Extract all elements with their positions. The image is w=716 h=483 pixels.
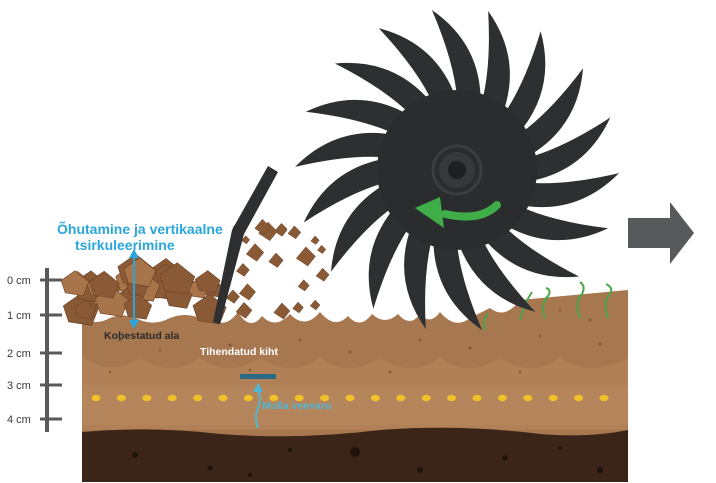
- loosened-area-label: Kobestatud ala: [104, 330, 179, 342]
- soil-particle: [315, 267, 330, 282]
- soil-particle: [238, 283, 256, 301]
- soil-particle: [225, 289, 240, 304]
- seed: [396, 394, 406, 402]
- soil-clod: [74, 299, 96, 320]
- seed: [370, 394, 380, 402]
- seed: [167, 394, 177, 402]
- wheel-hub-ring: [431, 144, 483, 196]
- arrow-right-icon: [628, 202, 694, 264]
- seed: [142, 394, 152, 402]
- aerator-wheel: [295, 9, 619, 331]
- wheel-tine: [404, 223, 433, 329]
- wheel-tine: [431, 9, 481, 105]
- soil-clod: [123, 293, 153, 320]
- wheel-tine: [457, 235, 536, 312]
- grass-sprout: [576, 281, 585, 319]
- depth-scale: 0 cm 1 cm 2 cm 3 cm 4 cm: [7, 268, 62, 432]
- soil-particle: [309, 299, 321, 311]
- soil-clod: [159, 262, 196, 295]
- wheel-tine: [433, 235, 483, 331]
- seed: [497, 394, 507, 402]
- seed-row: [91, 394, 609, 402]
- wheel-tine: [334, 62, 433, 117]
- aeration-label-line1: Õhutamine ja vertikaalne: [57, 220, 223, 237]
- seed: [599, 394, 609, 402]
- wheel-tine: [502, 31, 546, 135]
- seed: [523, 394, 533, 402]
- soil-profile: [82, 290, 628, 482]
- wheel-tine: [330, 182, 397, 272]
- thrown-soil-particles: [225, 218, 330, 320]
- seed: [218, 394, 228, 402]
- soil-particle: [317, 244, 327, 254]
- wheel-tine: [525, 117, 611, 182]
- soil-seed-band: [82, 385, 628, 425]
- scale-label-1: 1 cm: [7, 310, 31, 322]
- seed: [345, 394, 355, 402]
- soil-pebbles: [108, 308, 602, 374]
- soil-particle: [241, 235, 251, 245]
- soil-particle: [236, 263, 250, 277]
- wheel-tine: [303, 158, 389, 223]
- seed: [447, 394, 457, 402]
- soil-particle: [254, 218, 271, 235]
- soil-particle: [245, 243, 265, 262]
- aerator-tine: [213, 166, 278, 324]
- soil-particle: [310, 235, 320, 245]
- seed: [294, 394, 304, 402]
- arrow-up-head: [253, 383, 263, 392]
- wheel-tine: [502, 205, 609, 241]
- seed: [193, 394, 203, 402]
- water-bar: [240, 374, 276, 379]
- water-indicator: [240, 374, 276, 429]
- compacted-layer-label: Tihendatud kiht: [200, 346, 278, 358]
- wheel-tine: [305, 99, 412, 135]
- grass-sprout: [542, 287, 551, 319]
- soil-clod: [60, 270, 90, 296]
- seed: [472, 394, 482, 402]
- arrow-up-icon: [255, 389, 261, 429]
- soil-particle: [273, 302, 291, 320]
- wheel-tine: [368, 205, 412, 309]
- seed: [243, 394, 253, 402]
- aeration-label-line2: tsirkuleerimine: [75, 237, 175, 253]
- scale-label-0: 0 cm: [7, 275, 31, 287]
- seed: [421, 394, 431, 402]
- scale-label-2: 2 cm: [7, 348, 31, 360]
- wheel-tine: [517, 68, 584, 158]
- soil-clod: [194, 270, 221, 294]
- seed: [548, 394, 558, 402]
- wheel-tine: [481, 223, 580, 278]
- soil-particle: [235, 301, 253, 319]
- soil-particle: [274, 223, 288, 237]
- water-reserve-label: Mulla veevaru: [262, 400, 331, 412]
- soil-clod: [123, 257, 156, 287]
- seed: [574, 394, 584, 402]
- seed: [91, 394, 101, 402]
- seed: [116, 394, 126, 402]
- soil-particle: [297, 279, 310, 292]
- soil-particle: [292, 301, 304, 314]
- loosened-soil-clods: [60, 253, 227, 326]
- grass-sprout: [483, 313, 489, 331]
- wheel-tine: [378, 28, 457, 105]
- curved-arrow-counterclockwise-icon: [415, 197, 501, 228]
- scale-label-4: 4 cm: [7, 414, 31, 426]
- wheel-axle-center: [448, 161, 466, 179]
- seed: [269, 394, 279, 402]
- grass-sprout: [604, 283, 613, 319]
- scale-label-3: 3 cm: [7, 380, 31, 392]
- wheel-tine: [481, 11, 510, 117]
- soil-particle: [287, 225, 302, 240]
- deep-pebbles: [132, 446, 603, 477]
- wheel-tine: [517, 173, 619, 208]
- soil-particle: [268, 252, 284, 268]
- soil-particle: [295, 246, 316, 267]
- wheel-tine: [295, 132, 397, 167]
- seed: [320, 394, 330, 402]
- double-arrow-vertical-icon: [129, 249, 139, 329]
- soil-clod: [88, 270, 120, 299]
